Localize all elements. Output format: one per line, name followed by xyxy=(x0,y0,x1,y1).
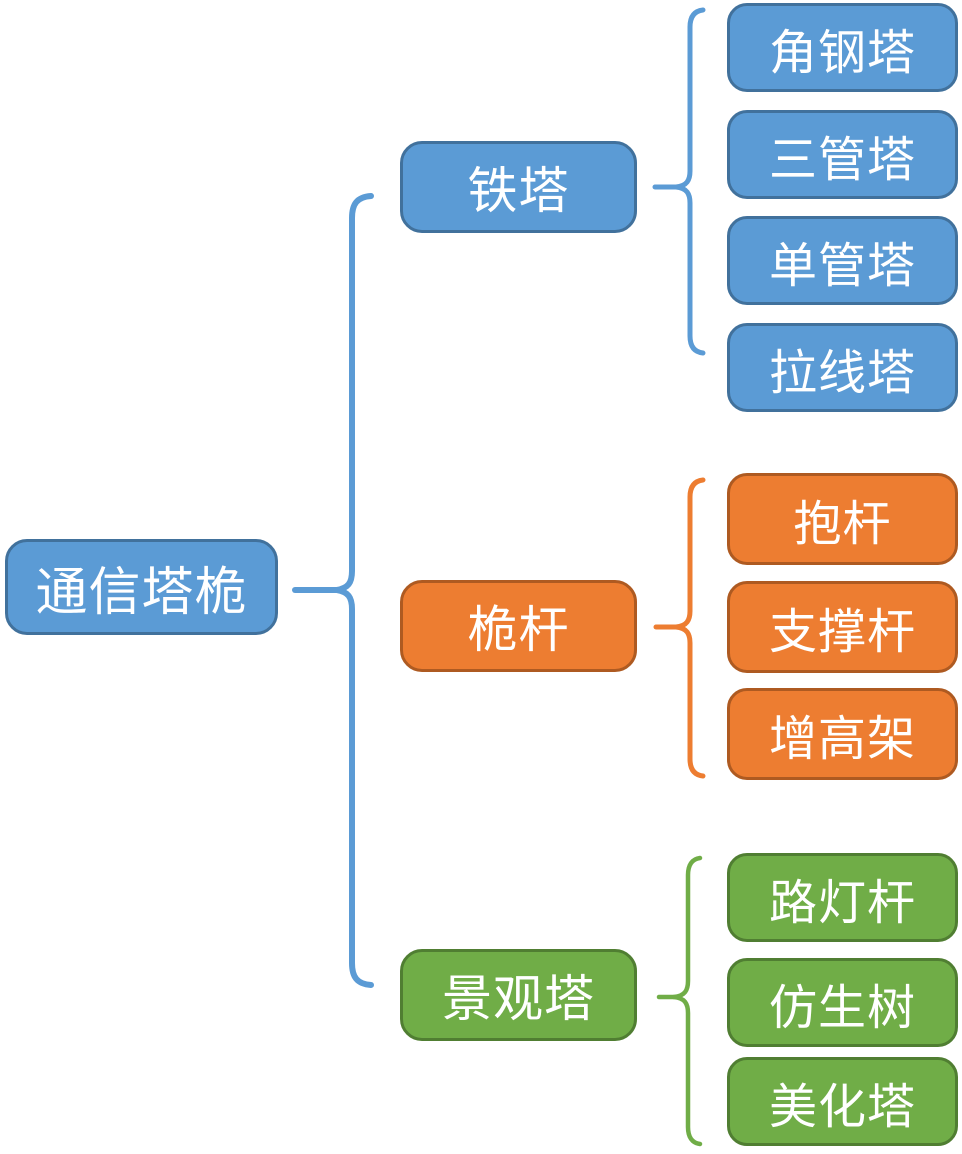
leaf-node-support-pole: 支撑杆 xyxy=(727,581,958,673)
leaf-node-angle-steel-tower: 角钢塔 xyxy=(727,3,958,92)
leaf-node-holding-pole: 抱杆 xyxy=(727,473,958,565)
mast-brace xyxy=(673,477,706,779)
branch-node-iron-tower: 铁塔 xyxy=(400,141,637,233)
leaf-node-monopole-tower: 单管塔 xyxy=(727,216,958,305)
root-brace xyxy=(334,193,374,988)
root-node: 通信塔桅 xyxy=(5,539,278,635)
branch-node-landscape-tower: 景观塔 xyxy=(400,949,637,1041)
leaf-node-guyed-tower: 拉线塔 xyxy=(727,323,958,412)
iron-tower-brace xyxy=(673,7,706,356)
leaf-node-height-increasing-frame: 增高架 xyxy=(727,688,958,780)
leaf-node-beautified-tower: 美化塔 xyxy=(727,1057,958,1146)
branch-node-mast: 桅杆 xyxy=(400,580,637,672)
leaf-node-bionic-tree: 仿生树 xyxy=(727,958,958,1047)
leaf-node-street-lamp-pole: 路灯杆 xyxy=(727,853,958,942)
leaf-node-three-tube-tower: 三管塔 xyxy=(727,110,958,199)
landscape-tower-brace xyxy=(671,855,703,1147)
